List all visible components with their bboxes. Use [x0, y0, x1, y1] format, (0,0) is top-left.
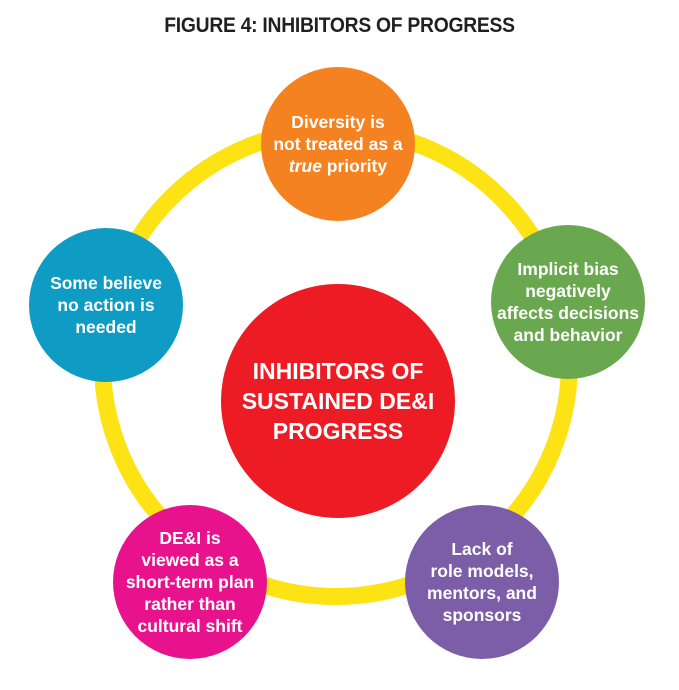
- inhibitor-line: cultural shift: [137, 616, 243, 636]
- inhibitor-line: mentors, and: [427, 583, 537, 603]
- figure-title: FIGURE 4: INHIBITORS OF PROGRESS: [164, 14, 515, 37]
- inhibitor-line: true priority: [273, 155, 402, 177]
- inhibitor-line: affects decisions: [497, 303, 639, 323]
- inhibitor-line: short-term plan: [125, 572, 255, 592]
- inhibitor-line-rest: priority: [321, 156, 388, 176]
- inhibitor-line: rather than: [144, 594, 236, 614]
- inhibitor-line: and behavior: [513, 325, 623, 345]
- inhibitor-lack-of-role-models: Lack of role models, mentors, and sponso…: [405, 505, 559, 659]
- inhibitor-line: Some believe: [50, 273, 162, 293]
- inhibitor-diversity-not-priority: Diversity is not treated as a true prior…: [261, 67, 415, 221]
- inhibitor-line: needed: [75, 317, 137, 337]
- inhibitor-line: role models,: [430, 561, 534, 581]
- inhibitor-line: viewed as a: [141, 550, 239, 570]
- inhibitor-label: Lack of role models, mentors, and sponso…: [421, 538, 543, 626]
- inhibitor-label: Implicit bias negatively affects decisio…: [491, 258, 645, 346]
- inhibitor-line: sponsors: [442, 605, 522, 625]
- inhibitor-line: negatively: [525, 281, 611, 301]
- center-label: INHIBITORS OF SUSTAINED DE&I PROGRESS: [236, 356, 441, 446]
- inhibitor-short-term-plan: DE&I is viewed as a short-term plan rath…: [113, 505, 267, 659]
- center-line: SUSTAINED DE&I: [241, 388, 435, 414]
- inhibitor-line: Diversity is: [291, 112, 385, 132]
- inhibitor-implicit-bias: Implicit bias negatively affects decisio…: [491, 225, 645, 379]
- center-hub: INHIBITORS OF SUSTAINED DE&I PROGRESS: [221, 284, 455, 518]
- center-line: PROGRESS: [272, 418, 404, 444]
- inhibitor-no-action-needed: Some believe no action is needed: [29, 228, 183, 382]
- inhibitor-line: no action is: [57, 295, 155, 315]
- inhibitor-label: DE&I is viewed as a short-term plan rath…: [120, 527, 260, 637]
- inhibitor-label: Diversity is not treated as a true prior…: [267, 111, 408, 177]
- emphasis-word: true: [288, 156, 322, 176]
- inhibitor-line: not treated as a: [273, 134, 403, 154]
- center-line: INHIBITORS OF: [252, 358, 424, 384]
- inhibitor-label: Some believe no action is needed: [44, 272, 168, 338]
- inhibitor-line: DE&I is: [159, 528, 221, 548]
- inhibitor-line: Lack of: [451, 539, 513, 559]
- inhibitor-line: Implicit bias: [517, 259, 619, 279]
